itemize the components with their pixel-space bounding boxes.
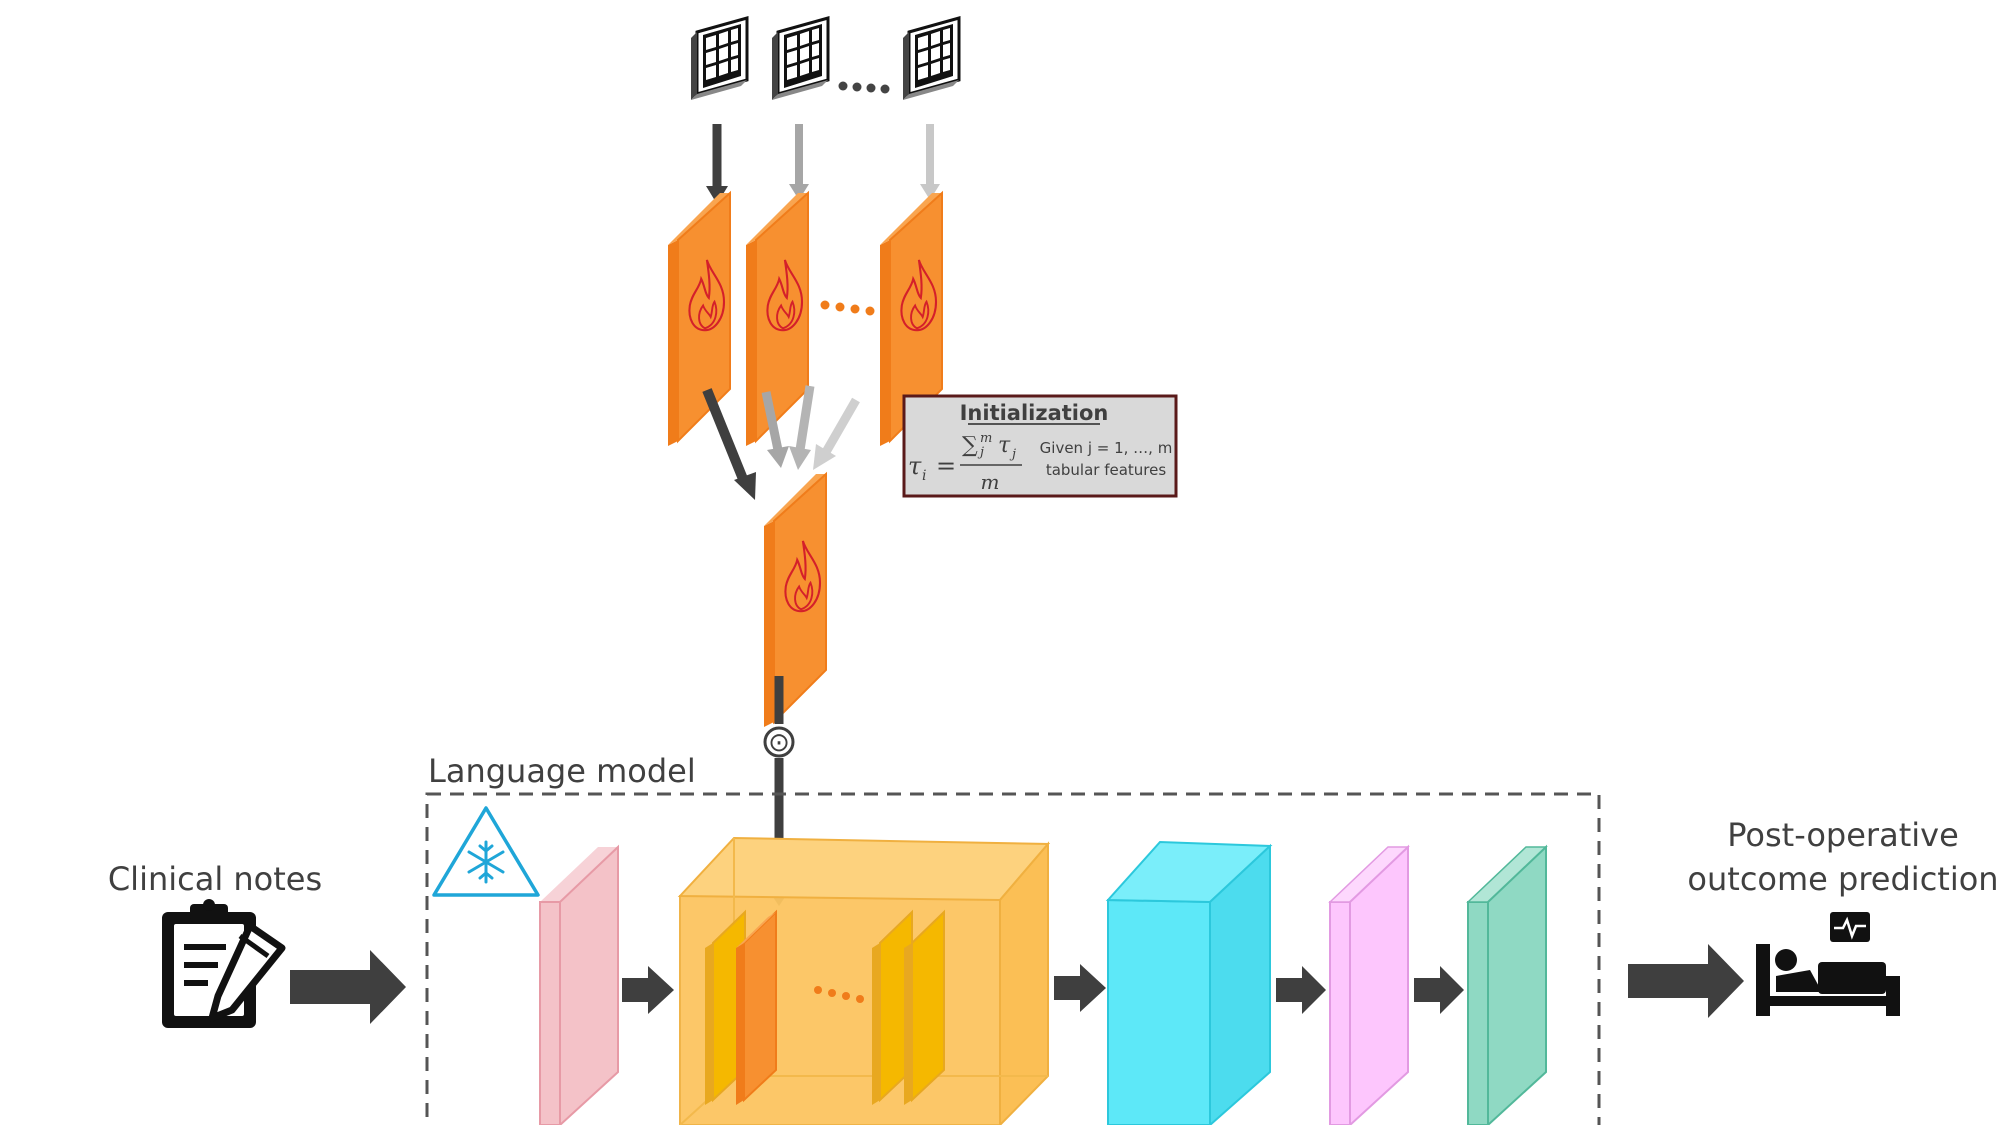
formula-lhs-sub: i <box>922 468 926 484</box>
arrow-prompt-to-average <box>813 397 860 470</box>
table-grid-icon <box>770 16 830 102</box>
arrow-pooling-to-dense <box>1276 966 1326 1014</box>
encoder-ellipsis <box>814 986 864 1003</box>
formula-note-line2: tabular features <box>1046 461 1167 479</box>
initialization-title: Initialization <box>960 401 1109 425</box>
flame-icon <box>764 474 826 727</box>
clinical-notes-label: Clinical notes <box>108 860 322 898</box>
arrow-encoder-to-pooling <box>1054 964 1106 1012</box>
arrow-table-to-prompt <box>920 124 940 200</box>
prompt-ellipsis <box>820 300 875 316</box>
flame-icon <box>668 193 730 446</box>
formula-lhs: τ <box>908 452 922 480</box>
pooling-block <box>1105 840 1273 1125</box>
arrow-prompt-to-average <box>761 391 789 468</box>
formula-denominator: m <box>981 470 1000 494</box>
arrow-prompt-to-average <box>789 385 815 470</box>
language-model-label: Language model <box>428 752 696 790</box>
formula-sum-sup: m <box>980 431 992 446</box>
initialization-box: Initialization τ i = ∑ m j τ j m Given j… <box>902 394 1178 498</box>
formula-sum: ∑ <box>962 433 978 458</box>
arrow-table-to-prompt <box>789 124 809 200</box>
formula-tau-j-sub: j <box>1009 447 1016 462</box>
snowflake-icon <box>432 806 540 897</box>
arrow-prompt-to-average <box>702 388 756 500</box>
prediction-label-line1: Post-operative <box>1727 816 1959 854</box>
clipboard-notes-icon <box>162 899 286 1028</box>
flame-icon <box>746 193 808 446</box>
formula-note-line1: Given j = 1, …, m <box>1040 439 1173 457</box>
arrow-table-to-prompt <box>706 124 728 204</box>
language-model-box <box>425 792 1601 1125</box>
patient-bed-monitor-icon <box>1756 912 1900 1016</box>
formula-tau-j: τ <box>998 433 1011 458</box>
arrow-embedding-to-encoder <box>622 966 674 1014</box>
dense-layer <box>1328 844 1410 1125</box>
arrow-notes-to-model <box>290 950 406 1024</box>
hadamard-symbol: ⊙ <box>768 728 790 758</box>
table-grid-icon <box>689 16 749 102</box>
arrow-dense-to-output <box>1414 966 1464 1014</box>
arrow-model-to-prediction <box>1628 944 1744 1018</box>
encoder-layer <box>904 909 945 1105</box>
encoder-layer-with-prompt <box>736 909 777 1105</box>
formula-equals: = <box>936 452 956 480</box>
prediction-label-line2: outcome prediction <box>1687 860 1998 898</box>
output-layer <box>1466 844 1548 1125</box>
table-ellipsis <box>838 81 890 94</box>
formula-sum-sub: j <box>977 445 984 460</box>
embedding-layer <box>539 844 619 1125</box>
table-grid-icon <box>901 16 961 102</box>
